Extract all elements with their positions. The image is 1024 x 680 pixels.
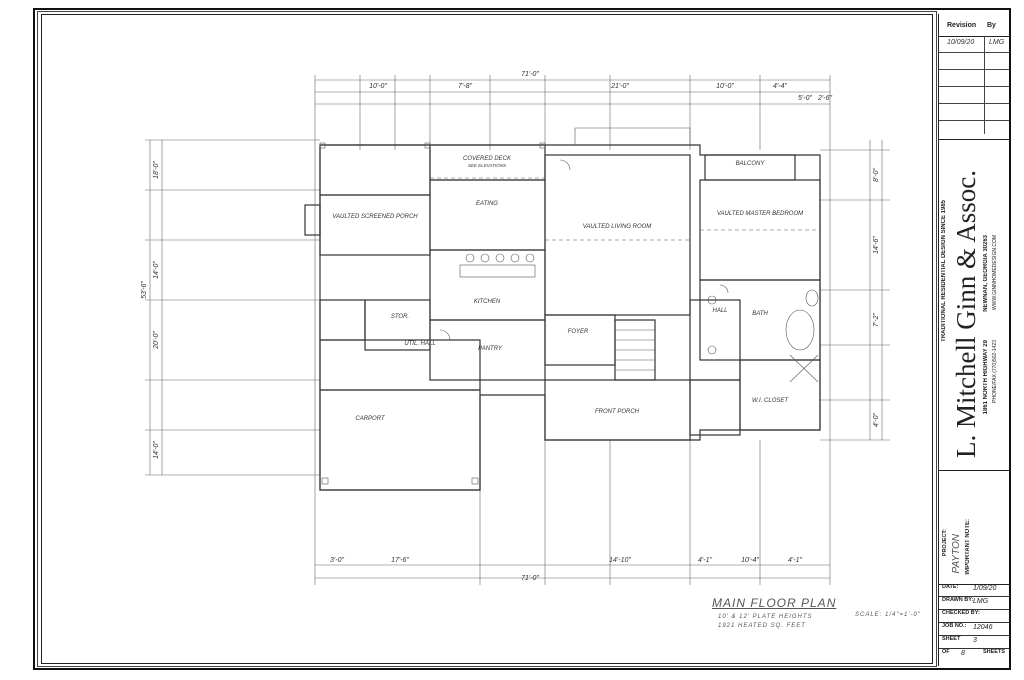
plan-scale: SCALE: 1/4"=1'-0" [855, 612, 921, 618]
sheets-label: SHEETS [983, 649, 1006, 655]
dimension-lines [145, 75, 890, 585]
dim-top-3: 10'-0" [716, 83, 734, 90]
revision-date: 10/09/20 [947, 39, 975, 46]
outer-border-line [37, 11, 937, 667]
dim-top-1: 7'-8" [458, 83, 472, 90]
title-block: Revision By 10/09/20 LMG TRADITIONAL RES… [938, 14, 1009, 666]
dim-left-1: 14'-0" [153, 261, 160, 279]
dim-left-2: 20'-0" [153, 331, 160, 350]
revision-table: 10/09/20 LMG [939, 36, 1009, 136]
sheet-value: 3 [973, 637, 977, 644]
room-label-screened-porch: VAULTED SCREENED PORCH [332, 214, 418, 220]
sheet-info-table: DATE: 1/09/20 DRAWN BY: LMG CHECKED BY: … [939, 584, 1009, 666]
plate-heights-note: 10' & 12' PLATE HEIGHTS [718, 614, 813, 620]
firm-name: L. Mitchell Ginn & Assoc. [951, 170, 981, 458]
room-label-wi-closet: W.I. CLOSET [752, 398, 789, 404]
revision-label: Revision [947, 22, 977, 29]
project-name: PAYTON [951, 534, 962, 574]
plan-title: MAIN FLOOR PLAN [712, 596, 837, 610]
checked-by-label: CHECKED BY: [942, 610, 980, 616]
firm-phone: PHONE/FAX (770)502-1423 [992, 340, 998, 403]
revision-divider [984, 36, 985, 134]
dim-top-4: 4'-4" [773, 83, 787, 90]
room-label-pantry: PANTRY [478, 346, 503, 352]
of-label: OF [942, 649, 950, 655]
dim-top-2: 21'-0" [610, 83, 629, 90]
overall-width-bottom: 71'-0" [521, 575, 539, 582]
of-value: 8 [961, 650, 965, 657]
room-label-balcony: BALCONY [736, 161, 766, 167]
dim-top-5: 5'-0" [798, 95, 812, 102]
sheet-label: SHEET [942, 636, 961, 642]
by-label: By [987, 22, 996, 29]
overall-depth: 53'-6" [141, 281, 148, 299]
firm-city: NEWNAN, GEORGIA 30263 [983, 235, 989, 312]
room-label-util-hall: UTIL. HALL [404, 341, 435, 347]
checked-by-row: CHECKED BY: [939, 610, 1009, 623]
room-label-hall: HALL [712, 308, 727, 314]
dim-top-0: 10'-0" [369, 83, 387, 90]
dim-right-3: 4'-0" [873, 413, 880, 427]
room-label-foyer: FOYER [568, 329, 589, 335]
firm-tagline: TRADITIONAL RESIDENTIAL DESIGN SINCE 198… [941, 200, 947, 342]
dim-bottom-2: 14'-10" [609, 557, 631, 564]
revision-row [939, 53, 1009, 70]
revision-row [939, 87, 1009, 104]
dim-right-2: 7'-2" [873, 313, 880, 327]
sheet-border [33, 8, 1011, 670]
revision-row [939, 104, 1009, 121]
drawn-by-label: DRAWN BY: [942, 597, 974, 603]
dim-left-3: 14'-0" [153, 441, 160, 459]
important-note-block: PROJECT: PAYTON IMPORTANT NOTE: [939, 469, 1009, 585]
room-label-stor: STOR. [391, 314, 409, 320]
dim-bottom-4: 10'-4" [741, 557, 759, 564]
room-label-master-bedroom: VAULTED MASTER BEDROOM [717, 211, 803, 217]
dimension-labels: 71'-0" 71'-0" 53'-6" 10'-0" 7'-8" 21'-0"… [141, 71, 880, 582]
interior-fixtures [319, 127, 820, 485]
room-labels: COVERED DECK SEE ELEVATIONS VAULTED SCRE… [332, 156, 803, 422]
heated-area-note: 1921 HEATED SQ. FEET [718, 623, 806, 629]
room-label-covered-deck: COVERED DECK [463, 156, 512, 162]
job-number-row: JOB NO.: 12046 [939, 623, 1009, 636]
dim-right-1: 14'-6" [873, 236, 880, 254]
firm-website: WWW.GINNHOMEDESIGN.COM [992, 235, 998, 310]
dim-bottom-1: 17'-6" [391, 557, 409, 564]
important-note-heading: IMPORTANT NOTE: [965, 519, 971, 575]
date-value: 1/09/20 [973, 585, 997, 592]
project-label: PROJECT: [942, 529, 948, 557]
firm-address: 1861 NORTH HIGHWAY 29 [983, 340, 989, 415]
drawing-area-border [41, 14, 933, 664]
dim-bottom-3: 4'-1" [698, 557, 712, 564]
dim-top-6: 2'-6" [817, 95, 832, 102]
revision-row: 10/09/20 LMG [939, 36, 1009, 53]
overall-width-top: 71'-0" [521, 71, 539, 78]
date-row: DATE: 1/09/20 [939, 584, 1009, 597]
firm-block: TRADITIONAL RESIDENTIAL DESIGN SINCE 198… [939, 139, 1009, 471]
revision-header: Revision By [939, 14, 1009, 37]
room-note-covered-deck: SEE ELEVATIONS [468, 163, 506, 168]
dim-bottom-5: 4'-1" [788, 557, 802, 564]
job-number-label: JOB NO.: [942, 623, 967, 629]
dim-left-0: 18'-0" [153, 161, 160, 179]
job-number-value: 12046 [973, 624, 993, 631]
revision-by: LMG [989, 39, 1005, 46]
walls [304, 144, 821, 491]
room-label-eating: EATING [476, 201, 498, 207]
of-sheets-row: OF 8 SHEETS [939, 649, 1009, 662]
room-label-front-porch: FRONT PORCH [595, 409, 640, 415]
revision-row [939, 70, 1009, 87]
sheet-row: SHEET 3 [939, 636, 1009, 649]
date-label: DATE: [942, 584, 959, 590]
room-label-bath: BATH [752, 311, 768, 317]
room-label-living-room: VAULTED LIVING ROOM [583, 224, 652, 230]
drawn-by-value: LMG [973, 598, 989, 605]
dim-right-0: 8'-0" [873, 168, 880, 182]
room-label-carport: CARPORT [355, 416, 386, 422]
drawn-by-row: DRAWN BY: LMG [939, 597, 1009, 610]
dim-bottom-0: 3'-0" [330, 557, 344, 564]
room-label-kitchen: KITCHEN [474, 299, 501, 305]
